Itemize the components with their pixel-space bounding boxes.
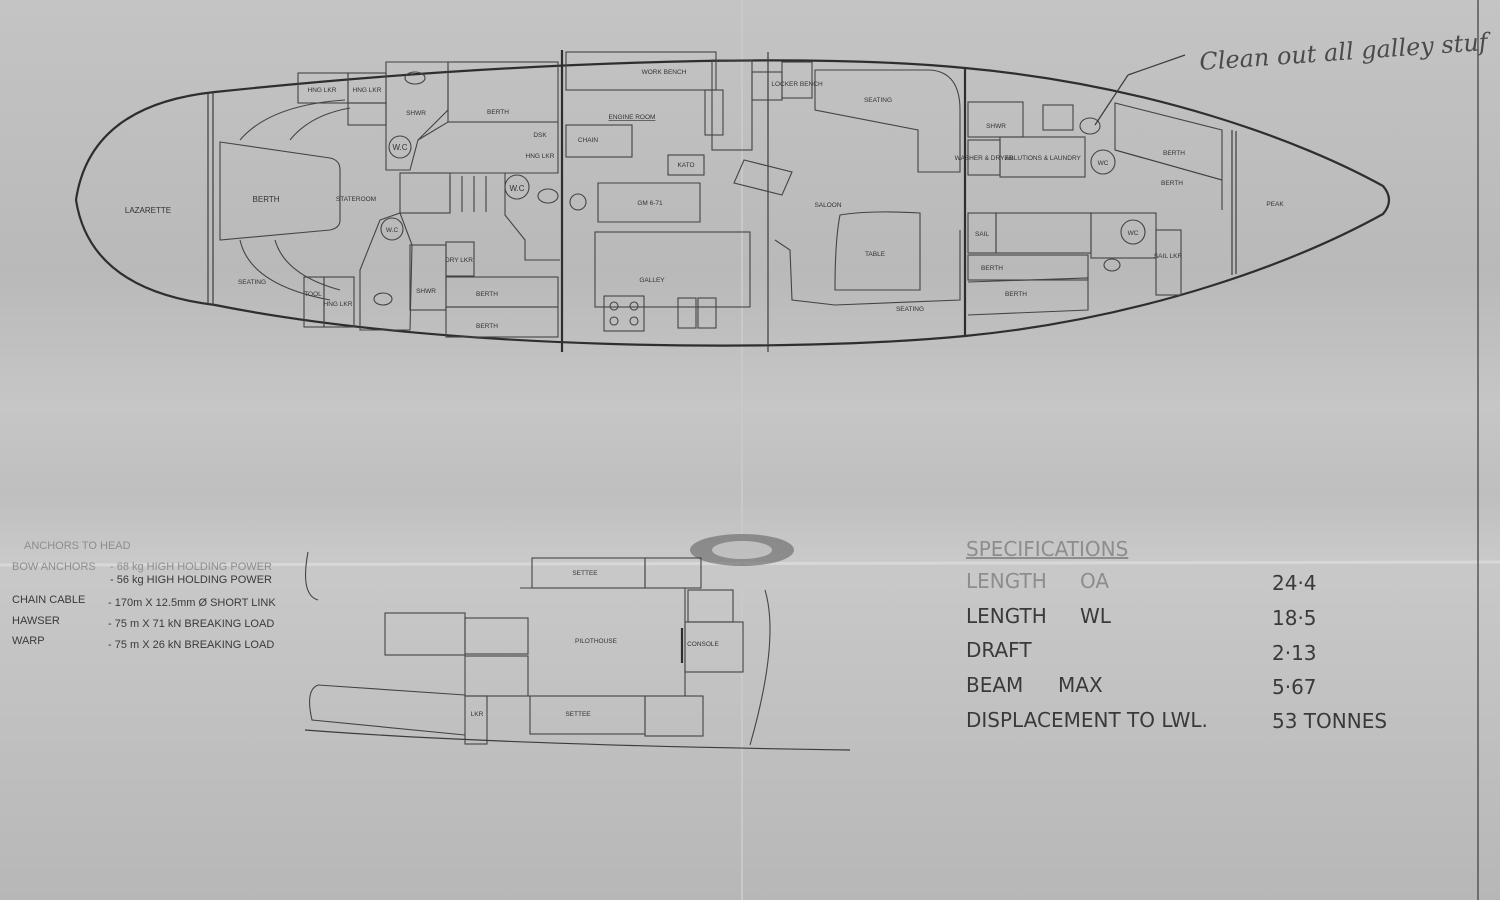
room-label-seating: SEATING [238, 279, 266, 286]
room-label-saloon: SALOON [814, 202, 841, 209]
room-label-lazarette: LAZARETTE [125, 206, 171, 215]
tackle-spec: - 75 m X 26 kN BREAKING LOAD [108, 639, 274, 651]
room-label-hanging-locker: HNG LKR [324, 301, 353, 308]
ground-tackle-heading: ANCHORS TO HEAD [24, 540, 131, 552]
tackle-item: BOW ANCHORS [12, 561, 96, 573]
tackle-item: CHAIN CABLE [12, 594, 85, 606]
generator-label: KATO [677, 162, 694, 169]
wc-label: W.C [392, 143, 407, 152]
spec-value: 18·5 [1272, 606, 1317, 630]
spec-value: 5·67 [1272, 675, 1317, 699]
wc-label: WC [1128, 230, 1139, 237]
note-arrow [1094, 74, 1129, 126]
room-label-hanging-locker: HNG LKR [353, 87, 382, 94]
tackle-spec: - 56 kg HIGH HOLDING POWER [110, 574, 272, 586]
room-label-berth: BERTH [476, 323, 498, 330]
tackle-spec: - 75 m X 71 kN BREAKING LOAD [108, 618, 274, 630]
specifications-heading: SPECIFICATIONS [966, 537, 1128, 561]
spec-qualifier: WL [1080, 604, 1112, 628]
room-label-sail: SAIL [975, 231, 989, 238]
room-label-console: CONSOLE [687, 641, 719, 648]
tackle-item: HAWSER [12, 615, 60, 627]
room-label-hanging-locker: HNG LKR [308, 87, 337, 94]
spec-qualifier: MAX [1058, 673, 1103, 697]
room-label-berth: BERTH [1161, 180, 1183, 187]
spec-value: 2·13 [1272, 641, 1317, 665]
pilothouse-plan: SETTEE PILOTHOUSE CONSOLE SETTEE LKR [304, 551, 851, 751]
room-label-ablutions: ABLUTIONS & LAUNDRY [1005, 155, 1081, 162]
specifications-table: SPECIFICATIONS LENGTH OA 24·4 LENGTH WL … [966, 537, 1387, 733]
room-label-locker: HNG LKR [526, 153, 555, 160]
spec-value: 24·4 [1272, 571, 1317, 595]
room-label-locker-bench: LOCKER BENCH [771, 81, 823, 88]
spec-label: DISPLACEMENT TO LWL. [966, 708, 1208, 732]
room-label-berth: BERTH [487, 109, 509, 116]
accommodation-plan: LAZARETTE BERTH STATEROOM SEATING HNG LK… [74, 50, 1391, 352]
room-label-seating: SEATING [864, 97, 892, 104]
tackle-spec: - 170m X 12.5mm Ø SHORT LINK [108, 597, 276, 609]
hull-outline [74, 59, 1391, 347]
room-label-chain: CHAIN [578, 137, 599, 144]
ground-tackle-table: ANCHORS TO HEAD BOW ANCHORS - 68 kg HIGH… [12, 540, 276, 651]
room-label-settee: SETTEE [565, 711, 591, 718]
room-label-berth: BERTH [981, 265, 1003, 272]
room-label-stateroom: STATEROOM [336, 196, 376, 203]
room-label-washer-dryer: WASHER & DRYER [955, 155, 1014, 162]
room-label-sail-locker: SAIL LKR [1154, 253, 1183, 260]
room-label-locker: LKR [471, 711, 484, 718]
room-label-berth: BERTH [476, 291, 498, 298]
room-label-work-bench: WORK BENCH [642, 69, 687, 76]
wc-label: WC [1098, 160, 1109, 167]
room-label-berth: BERTH [253, 195, 280, 204]
room-label-shower: SHWR [986, 123, 1006, 130]
spec-qualifier: OA [1080, 569, 1109, 593]
note-arrow [1127, 54, 1186, 76]
room-label-dry-locker: DRY LKR [445, 257, 473, 264]
spec-label: LENGTH [966, 604, 1047, 628]
spec-label: LENGTH [966, 569, 1047, 593]
room-label-peak: PEAK [1266, 201, 1284, 208]
engine-label: GM 6-71 [637, 200, 663, 207]
room-label-tool: TOOL [304, 291, 322, 298]
room-label-shower: SHWR [406, 110, 426, 117]
tackle-spec: - 68 kg HIGH HOLDING POWER [110, 561, 272, 573]
room-label-table: TABLE [865, 251, 886, 258]
room-label-desk: DSK [533, 132, 547, 139]
spec-label: DRAFT [966, 638, 1032, 662]
room-label-pilothouse: PILOTHOUSE [575, 638, 618, 645]
room-label-berth: BERTH [1163, 150, 1185, 157]
tackle-item: WARP [12, 635, 45, 647]
room-label-settee: SETTEE [572, 570, 598, 577]
wc-label: W.C [509, 184, 524, 193]
room-label-galley: GALLEY [639, 277, 665, 284]
spec-value: 53 TONNES [1272, 709, 1387, 733]
room-label-seating: SEATING [896, 306, 924, 313]
room-label-berth: BERTH [1005, 291, 1027, 298]
room-label-shower: SHWR [416, 288, 436, 295]
wc-label: W.C [386, 227, 399, 234]
handwritten-note: Clean out all galley stuf [1198, 28, 1492, 76]
room-label-engine-room: ENGINE ROOM [609, 114, 656, 121]
spec-label: BEAM [966, 673, 1023, 697]
